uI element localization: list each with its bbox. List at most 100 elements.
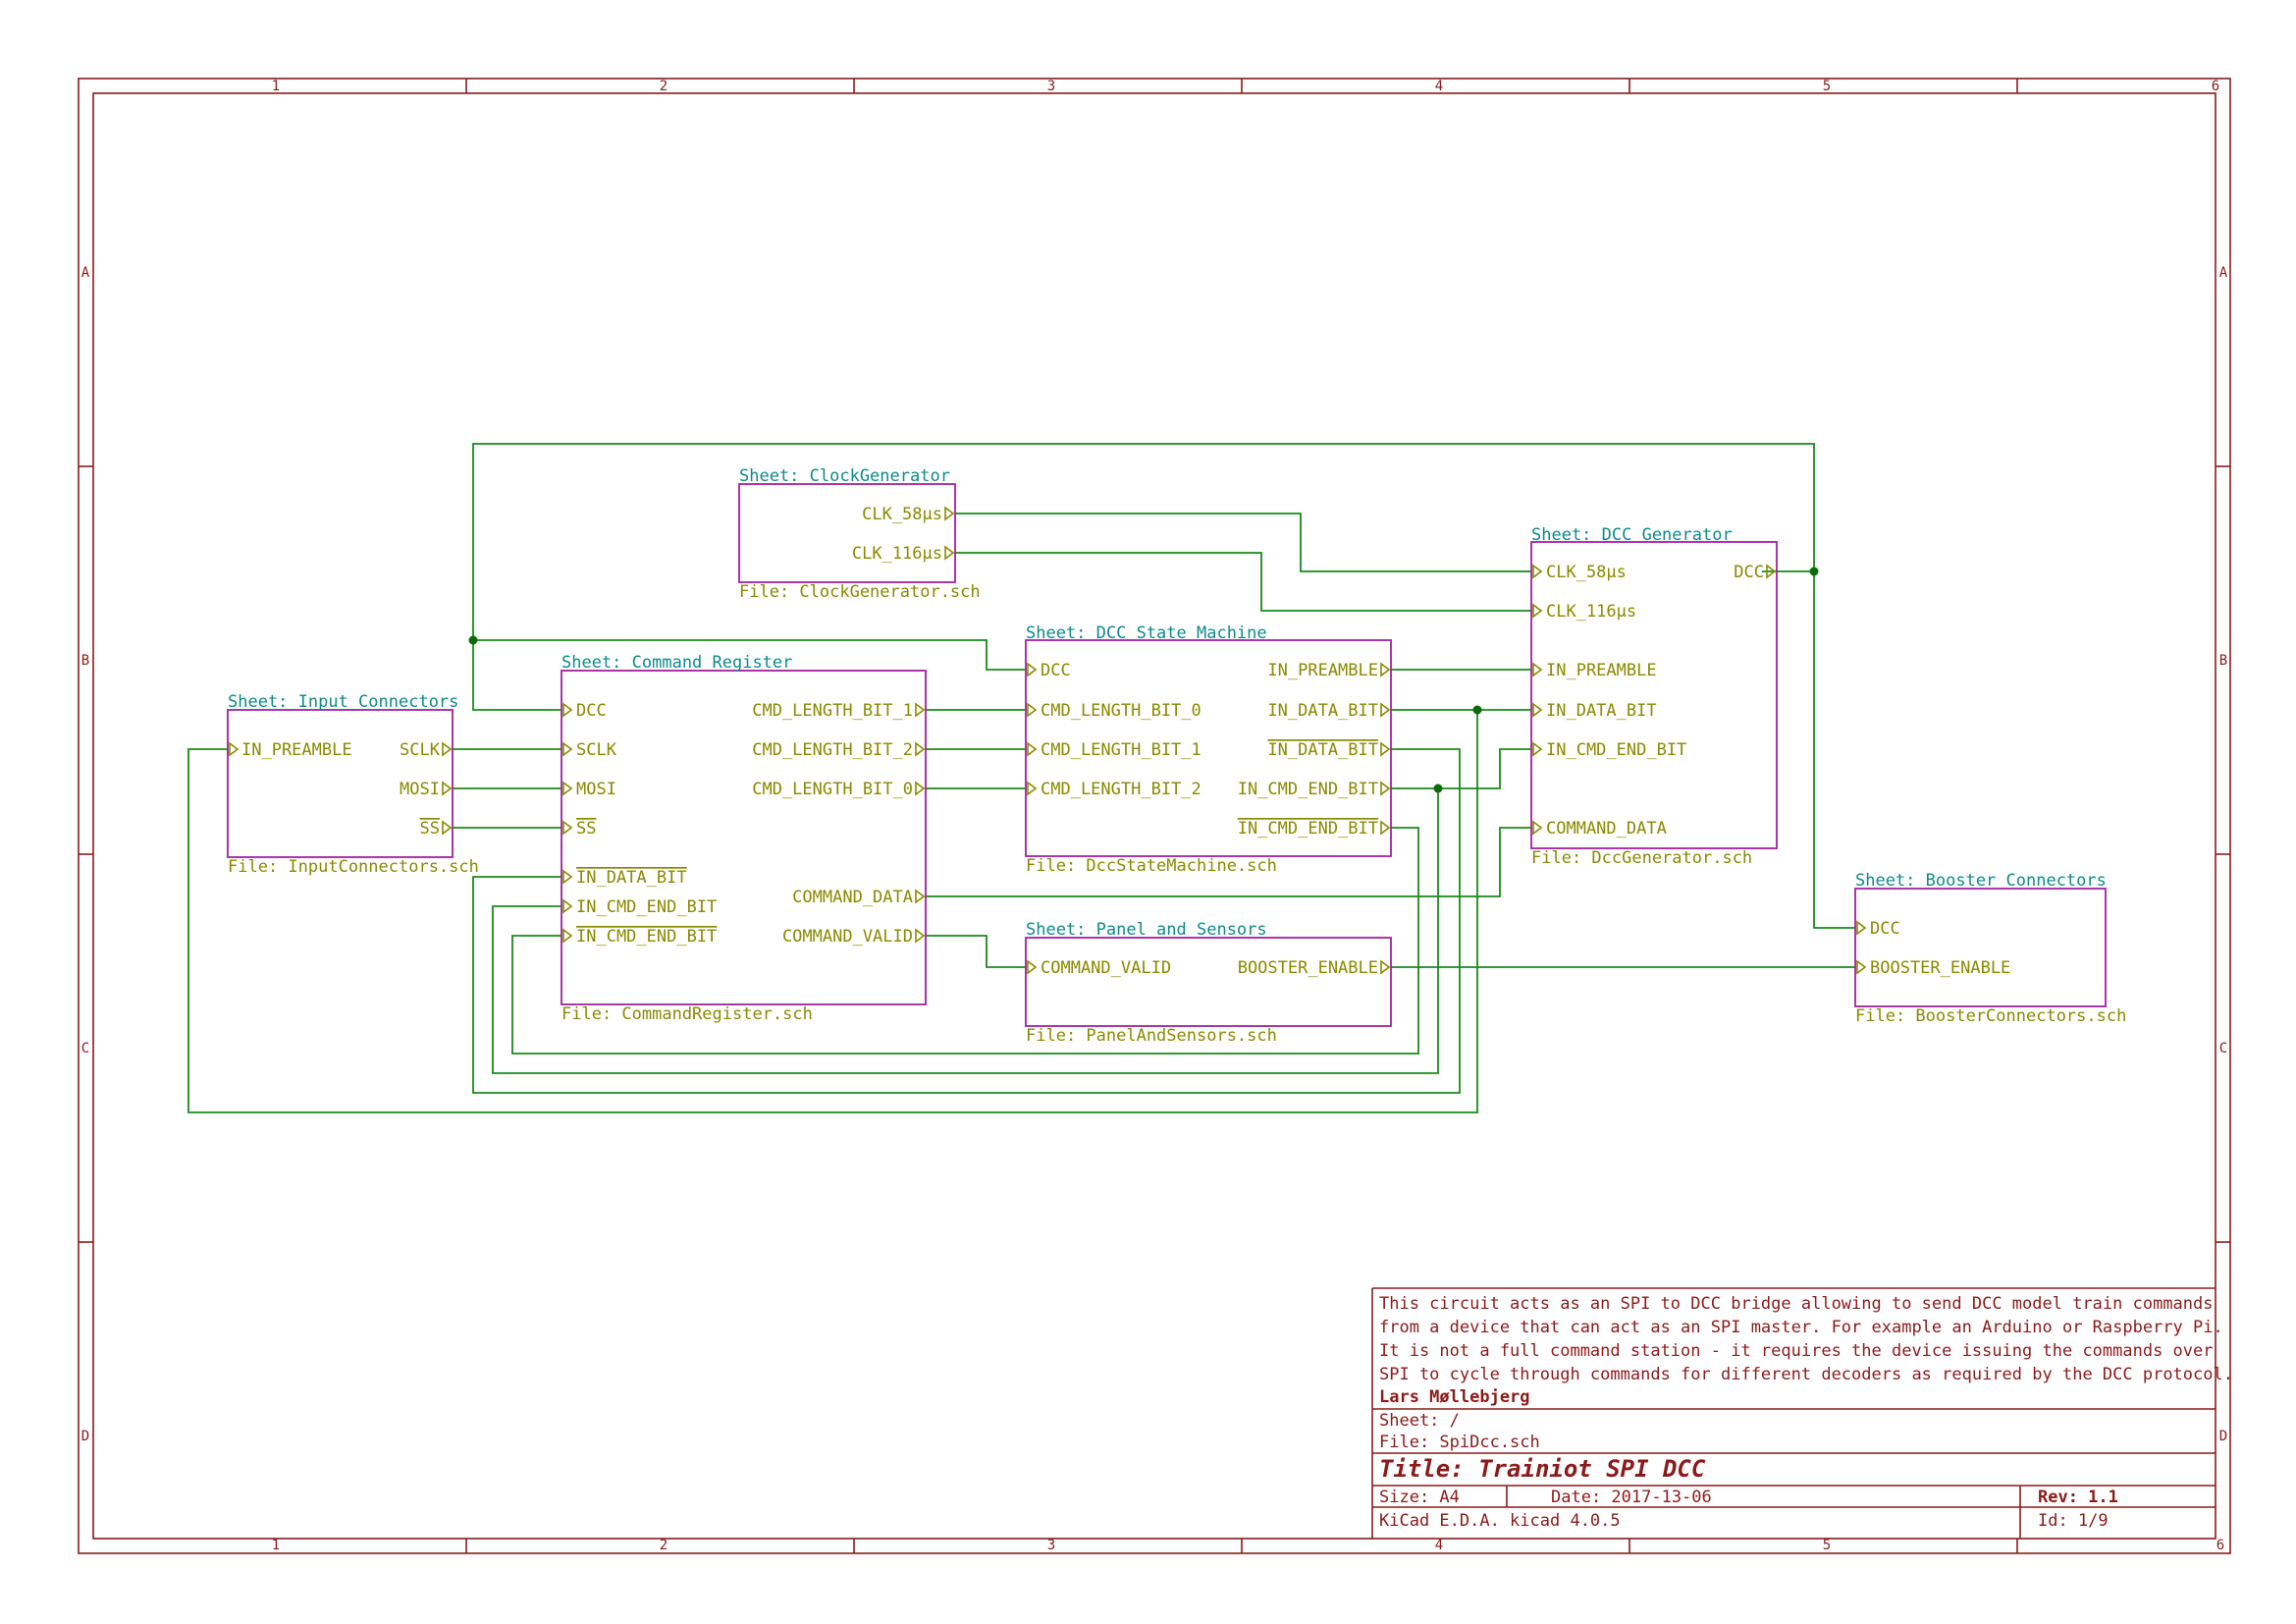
sheet-name: Sheet: Panel and Sensors — [1026, 920, 1267, 940]
tb-tool: KiCad E.D.A. kicad 4.0.5 — [1379, 1511, 1621, 1531]
pin-command-valid: COMMAND_VALID — [782, 927, 913, 947]
pin-cmd-length-bit-1: CMD_LENGTH_BIT_1 — [1041, 740, 1201, 760]
tb-comment-3: It is not a full command station - it re… — [1379, 1341, 2214, 1361]
sheet-command-register[interactable]: Sheet: Command Register File: CommandReg… — [561, 653, 927, 1024]
sheet-file: File: PanelAndSensors.sch — [1026, 1026, 1277, 1046]
pin-sclk: SCLK — [400, 740, 441, 760]
sheet-file: File: CommandRegister.sch — [561, 1004, 813, 1024]
pin-ss: SS — [576, 819, 596, 839]
pin-booster-enable: BOOSTER_ENABLE — [1238, 958, 1378, 978]
tb-title: Title: Trainiot SPI DCC — [1379, 1455, 1706, 1483]
tb-rev: Rev: 1.1 — [2038, 1488, 2118, 1507]
pin-in-data-bit: IN_DATA_BIT — [1546, 701, 1657, 721]
pin-cmd-length-bit-0: CMD_LENGTH_BIT_0 — [1041, 701, 1201, 721]
pin-sclk: SCLK — [576, 740, 617, 760]
sheet-file: File: InputConnectors.sch — [228, 857, 479, 877]
sheet-file: File: DccGenerator.sch — [1531, 848, 1752, 868]
pin-dcc: DCC — [1870, 919, 1900, 939]
pin-clk116: CLK_116µs — [1546, 602, 1636, 622]
pin-clk116: CLK_116µs — [852, 544, 942, 564]
wire-command-data — [926, 827, 1531, 897]
sheet-input-connectors[interactable]: Sheet: Input Connectors File: InputConne… — [227, 692, 479, 877]
wire-in-data-bit-feedback — [187, 710, 1478, 1113]
sheet-file: File: DccStateMachine.sch — [1026, 856, 1277, 876]
col-ref-2: 2 — [660, 79, 667, 94]
sheet-name: Sheet: DCC Generator — [1531, 525, 1733, 545]
row-ref-d: D — [81, 1429, 89, 1444]
pin-clk58: CLK_58µs — [1546, 563, 1627, 582]
col-ref-4-bottom: 4 — [1435, 1538, 1443, 1553]
wire-clk116 — [955, 552, 1531, 612]
pin-command-valid: COMMAND_VALID — [1041, 958, 1171, 978]
row-ref-b: B — [81, 653, 89, 669]
pin-mosi: MOSI — [576, 780, 616, 799]
drawing-frame: 1 2 3 4 5 6 1 2 3 4 5 6 A B C D A B C D — [78, 78, 2231, 1554]
pin-marker — [442, 820, 453, 836]
tb-comment-4: SPI to cycle through commands for differ… — [1379, 1365, 2233, 1384]
pin-cmd-length-bit-2: CMD_LENGTH_BIT_2 — [1041, 780, 1201, 799]
pin-in-cmd-end-bit: IN_CMD_END_BIT — [1238, 780, 1378, 799]
sheet-booster-connectors[interactable]: Sheet: Booster Connectors File: BoosterC… — [1854, 871, 2126, 1026]
sheet-dcc-generator[interactable]: Sheet: DCC Generator File: DccGenerator.… — [1530, 525, 1778, 868]
pin-cmd-length-bit-2: CMD_LENGTH_BIT_2 — [752, 740, 913, 760]
row-ref-a: A — [81, 265, 90, 281]
tb-date: Date: 2017-13-06 — [1551, 1488, 1712, 1507]
wire-command-valid — [926, 935, 1026, 968]
sheet-name: Sheet: Command Register — [561, 653, 792, 673]
wire-in-cmd-end-bit — [1391, 748, 1531, 789]
pin-clk58: CLK_58µs — [862, 505, 942, 524]
tb-company: Lars Møllebjerg — [1379, 1387, 1530, 1407]
row-ref-a-right: A — [2219, 265, 2228, 281]
sheet-file: File: BoosterConnectors.sch — [1855, 1006, 2126, 1026]
pin-marker — [944, 506, 955, 521]
tb-sheet: Sheet: / — [1379, 1411, 1460, 1431]
pin-ss: SS — [420, 819, 440, 839]
pin-dcc: DCC — [576, 701, 607, 721]
sheet-name: Sheet: Input Connectors — [228, 692, 458, 712]
wire-dcc-statemachine — [473, 639, 1026, 671]
pin-marker — [229, 741, 240, 757]
col-ref-5: 5 — [1823, 79, 1831, 94]
wire-dcc-booster — [1813, 571, 1855, 929]
tb-size: Size: A4 — [1379, 1488, 1460, 1507]
pin-in-data-bit-n: IN_DATA_BIT — [576, 868, 687, 888]
pin-in-data-bit-n: IN_DATA_BIT — [1267, 740, 1378, 760]
pin-marker — [442, 741, 453, 757]
pin-dcc: DCC — [1734, 563, 1764, 582]
row-ref-c-right: C — [2219, 1041, 2227, 1056]
junction-in-data-bit — [1472, 705, 1482, 715]
tb-id: Id: 1/9 — [2038, 1511, 2109, 1531]
row-ref-b-right: B — [2219, 653, 2227, 669]
pin-in-preamble: IN_PREAMBLE — [1546, 661, 1657, 680]
col-ref-1-bottom: 1 — [272, 1538, 280, 1553]
pin-command-data: COMMAND_DATA — [792, 888, 913, 907]
junction-dcc-out — [1809, 567, 1819, 576]
col-ref-3-bottom: 3 — [1047, 1538, 1055, 1553]
wire-in-data-bit-n-feedback — [472, 748, 1461, 1094]
row-ref-c: C — [81, 1041, 89, 1056]
col-ref-6: 6 — [2212, 79, 2219, 94]
col-ref-2-bottom: 2 — [660, 1538, 667, 1553]
pin-command-data: COMMAND_DATA — [1546, 819, 1667, 839]
sheet-dcc-state-machine[interactable]: Sheet: DCC State Machine File: DccStateM… — [1025, 623, 1392, 876]
tb-comment-1: This circuit acts as an SPI to DCC bridg… — [1379, 1294, 2214, 1314]
pin-in-preamble: IN_PREAMBLE — [1267, 661, 1378, 680]
wires — [187, 443, 1855, 1113]
pin-cmd-length-bit-1: CMD_LENGTH_BIT_1 — [752, 701, 913, 721]
wire-clk58 — [955, 513, 1531, 572]
wire-in-cmd-end-bit-n-feedback — [511, 827, 1419, 1055]
pin-in-cmd-end-bit: IN_CMD_END_BIT — [1546, 740, 1686, 760]
tb-comment-2: from a device that can act as an SPI mas… — [1379, 1318, 2223, 1337]
sheet-clock-generator[interactable]: Sheet: ClockGenerator File: ClockGenerat… — [738, 466, 981, 602]
pin-marker — [442, 781, 453, 796]
pin-in-cmd-end-bit-n: IN_CMD_END_BIT — [576, 927, 717, 947]
column-dividers — [465, 79, 2018, 1553]
col-ref-4: 4 — [1435, 79, 1443, 94]
sheet-name: Sheet: Booster Connectors — [1855, 871, 2107, 891]
junctions — [468, 567, 1819, 793]
pin-cmd-length-bit-0: CMD_LENGTH_BIT_0 — [752, 780, 913, 799]
col-ref-3: 3 — [1047, 79, 1055, 94]
sheet-file: File: ClockGenerator.sch — [739, 582, 981, 602]
sheet-panel-and-sensors[interactable]: Sheet: Panel and Sensors File: PanelAndS… — [1025, 920, 1392, 1046]
